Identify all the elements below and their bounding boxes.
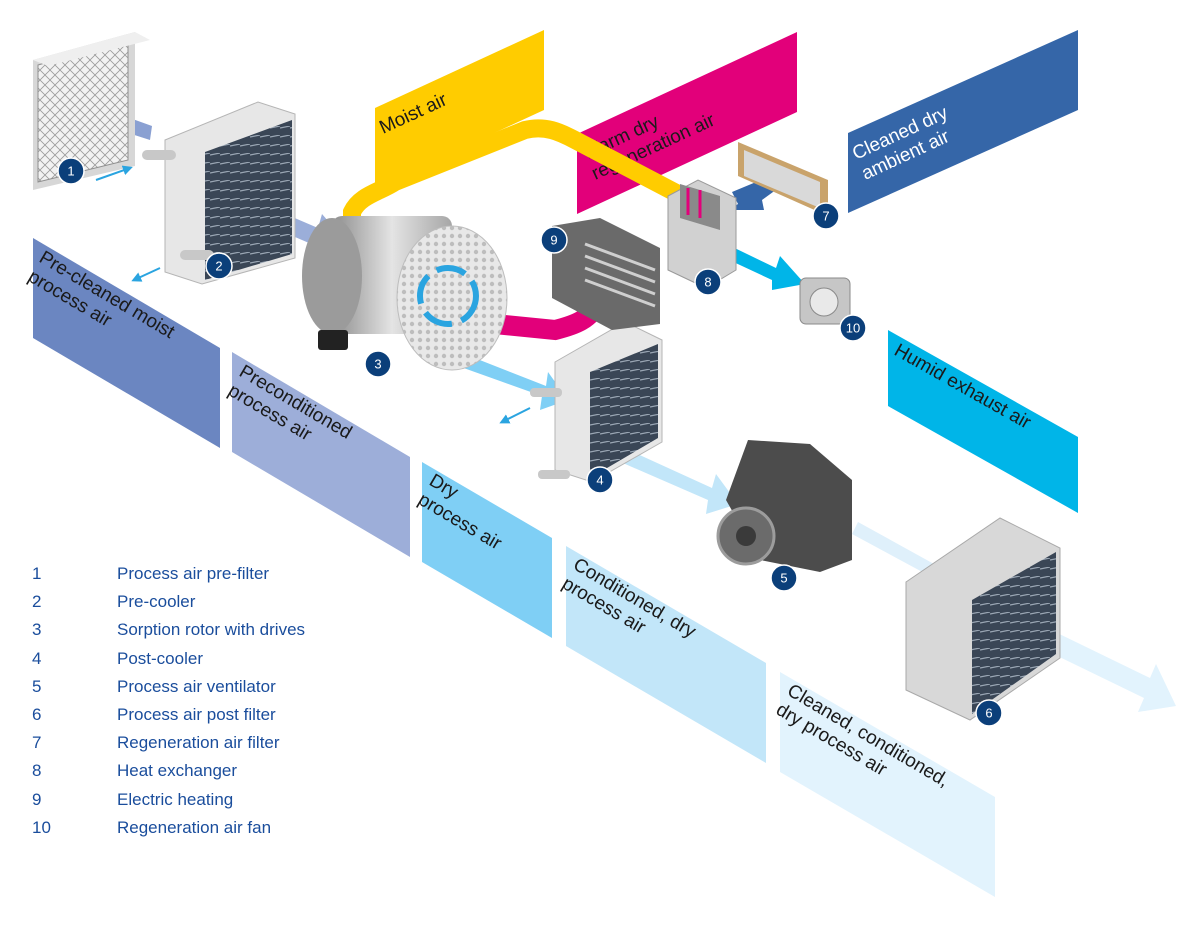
legend-item: 5 Process air ventilator — [32, 673, 432, 701]
legend-label: Electric heating — [117, 789, 234, 809]
legend-label: Heat exchanger — [117, 761, 238, 781]
svg-text:3: 3 — [374, 357, 381, 372]
svg-text:8: 8 — [704, 275, 711, 290]
legend-number: 5 — [32, 676, 42, 696]
badge-2: 2 — [205, 252, 233, 280]
banner-humid-exhaust-air: Humid exhaust air — [888, 330, 1078, 513]
legend-number: 1 — [32, 564, 42, 584]
badge-4: 4 — [586, 466, 614, 494]
heat-exchanger-illustration — [667, 179, 737, 289]
component-legend: 1 Process air pre-filter 2 Pre-cooler 3 Sor… — [32, 560, 432, 842]
badge-10: 10 — [839, 314, 867, 342]
badge-1: 1 — [57, 157, 85, 185]
svg-text:7: 7 — [822, 209, 829, 224]
legend-item: 10 Regeneration air fan — [32, 814, 432, 842]
legend-number: 10 — [32, 817, 51, 837]
pre-cooler-illustration — [131, 101, 296, 285]
badge-6: 6 — [975, 699, 1003, 727]
legend-item: 7 Regeneration air filter — [32, 729, 432, 757]
legend-number: 7 — [32, 733, 42, 753]
legend-item: 6 Process air post filter — [32, 701, 432, 729]
legend-item: 3 Sorption rotor with drives — [32, 616, 432, 644]
legend-number: 2 — [32, 592, 42, 612]
regeneration-air-filter-illustration — [738, 142, 828, 216]
banner-preconditioned-process-air: Preconditioned process air — [224, 352, 410, 557]
process-air-arrow-4 — [616, 446, 738, 514]
badge-8: 8 — [694, 268, 722, 296]
process-air-post-filter-illustration — [905, 517, 1061, 721]
electric-heating-illustration — [552, 218, 660, 330]
banner-dry-process-air: Dry process air — [414, 462, 552, 638]
legend-item: 1 Process air pre-filter — [32, 560, 432, 588]
legend-number: 9 — [32, 789, 42, 809]
legend-item: 2 Pre-cooler — [32, 588, 432, 616]
legend-label: Sorption rotor with drives — [117, 620, 306, 640]
svg-text:10: 10 — [846, 321, 860, 336]
moist-air-duct — [343, 119, 689, 241]
svg-text:5: 5 — [780, 571, 787, 586]
svg-text:1: 1 — [67, 164, 74, 179]
legend-item: 9 Electric heating — [32, 786, 432, 814]
badge-3: 3 — [364, 350, 392, 378]
legend-label: Process air pre-filter — [117, 564, 270, 584]
badge-5: 5 — [770, 564, 798, 592]
legend-number: 3 — [32, 620, 42, 640]
badge-7: 7 — [812, 202, 840, 230]
process-air-pre-filter-illustration — [33, 32, 150, 190]
banner-conditioned-dry-process-air: Conditioned, dry process air — [558, 546, 766, 763]
legend-label: Regeneration air fan — [117, 817, 272, 837]
svg-text:4: 4 — [596, 473, 603, 488]
legend-number: 6 — [32, 705, 42, 725]
badge-9: 9 — [540, 226, 568, 254]
legend-label: Process air ventilator — [117, 676, 276, 696]
post-cooler-illustration — [499, 321, 663, 483]
legend-label: Pre-cooler — [117, 592, 196, 612]
legend-item: 4 Post-cooler — [32, 645, 432, 673]
legend-number: 8 — [32, 761, 42, 781]
sorption-rotor-illustration — [302, 216, 508, 371]
legend-number: 4 — [32, 648, 42, 668]
banner-cleaned-dry-ambient-air: Cleaned dry ambient air — [848, 30, 1078, 213]
legend-label: Process air post filter — [117, 705, 276, 725]
svg-text:9: 9 — [550, 233, 557, 248]
regeneration-air-fan-illustration — [799, 277, 851, 325]
banner-moist-air: Moist air — [375, 30, 544, 188]
svg-text:2: 2 — [215, 259, 222, 274]
svg-text:6: 6 — [985, 706, 992, 721]
process-air-ventilator-illustration — [716, 440, 852, 572]
legend-item: 8 Heat exchanger — [32, 757, 432, 785]
legend-label: Post-cooler — [117, 648, 203, 668]
legend-label: Regeneration air filter — [117, 733, 280, 753]
